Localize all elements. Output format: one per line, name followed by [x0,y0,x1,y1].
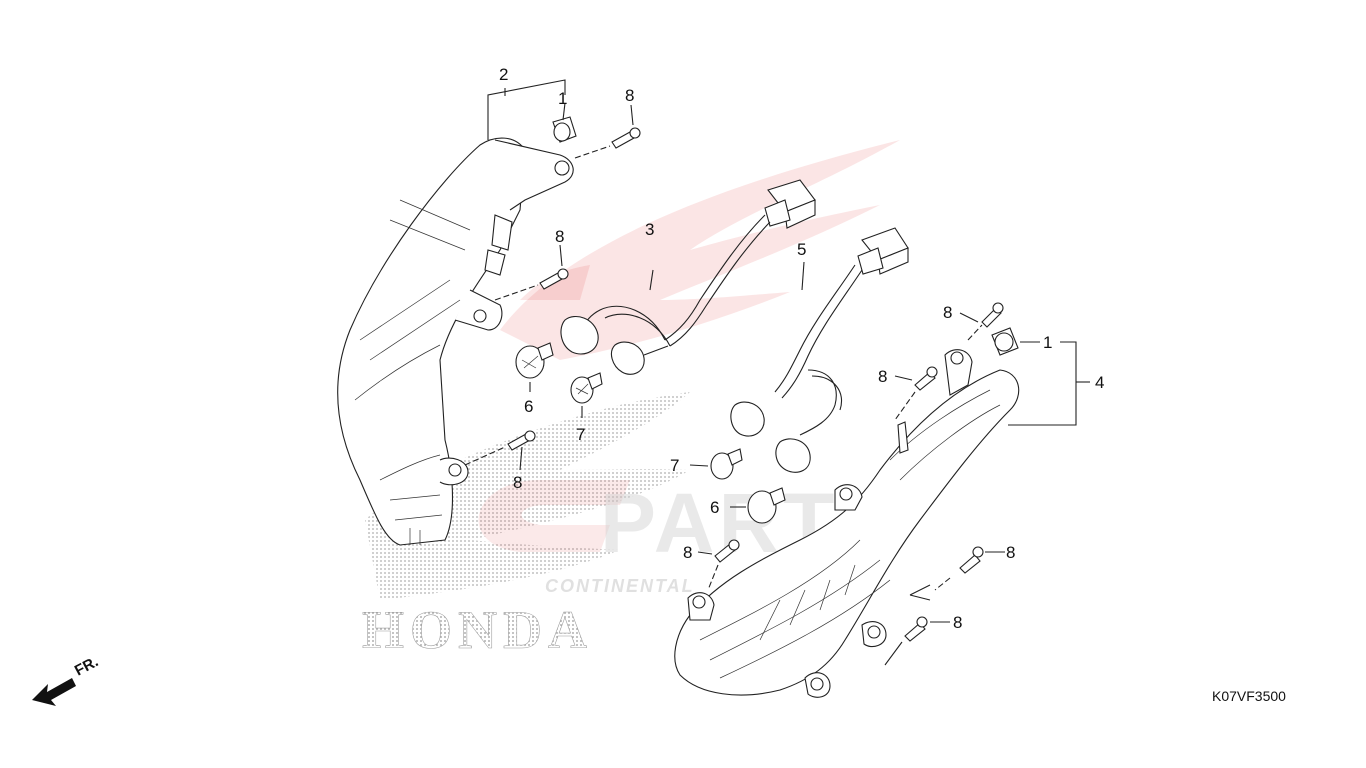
svg-text:8: 8 [943,303,952,322]
wire-harness-left: 3 [560,179,816,375]
grommet-right: 1 [991,327,1052,356]
watermark-tagline: CONTINENTAL [545,576,695,596]
screw-top-right: 8 [943,302,1004,341]
screw-far-right: 8 [934,543,1015,591]
svg-text:8: 8 [625,86,634,105]
svg-text:7: 7 [670,456,679,475]
svg-text:8: 8 [555,227,564,246]
watermark-logo-text: HONDA [362,600,593,660]
left-winker-assembly [337,137,574,546]
screw-lower-mid: 8 [683,539,740,591]
front-label: FR. [72,653,101,679]
grommet-left: 1 [552,89,577,143]
svg-text:8: 8 [953,613,962,632]
watermark-letter-c [478,480,630,552]
svg-text:8: 8 [513,473,522,492]
arrow-icon [32,678,76,706]
watermark-wing [500,140,900,360]
svg-text:6: 6 [524,397,533,416]
bulb-7-right: 7 [670,448,743,480]
svg-text:1: 1 [1043,333,1052,352]
svg-text:4: 4 [1095,373,1104,392]
right-winker-assembly [674,349,1020,698]
screw-bottom-left: 8 [464,430,536,492]
svg-text:1: 1 [558,89,567,108]
svg-text:2: 2 [499,65,508,84]
svg-text:7: 7 [576,425,585,444]
screw-bottom-right: 8 [884,584,962,666]
screw-mid-right: 8 [878,366,938,421]
bulb-6-right: 6 [710,487,786,524]
callout-4: 4 [1008,341,1104,426]
svg-text:8: 8 [1006,543,1015,562]
bulb-6-left: 6 [515,342,554,416]
wire-harness-right: 5 [730,227,909,473]
watermark-dotted-wing [365,392,690,600]
callout-2: 2 [487,65,566,140]
watermark: PARTS CONTINENTAL HONDA [362,140,900,660]
svg-text:8: 8 [878,367,887,386]
svg-text:3: 3 [645,220,654,239]
front-direction-arrow: FR. [32,653,101,706]
screw-top-left: 8 [574,86,641,159]
screw-mid-left: 8 [494,227,569,301]
bulb-7-left: 7 [570,372,603,444]
diagram-code: K07VF3500 [1212,688,1286,704]
svg-text:5: 5 [797,240,806,259]
svg-text:6: 6 [710,498,719,517]
svg-text:8: 8 [683,543,692,562]
